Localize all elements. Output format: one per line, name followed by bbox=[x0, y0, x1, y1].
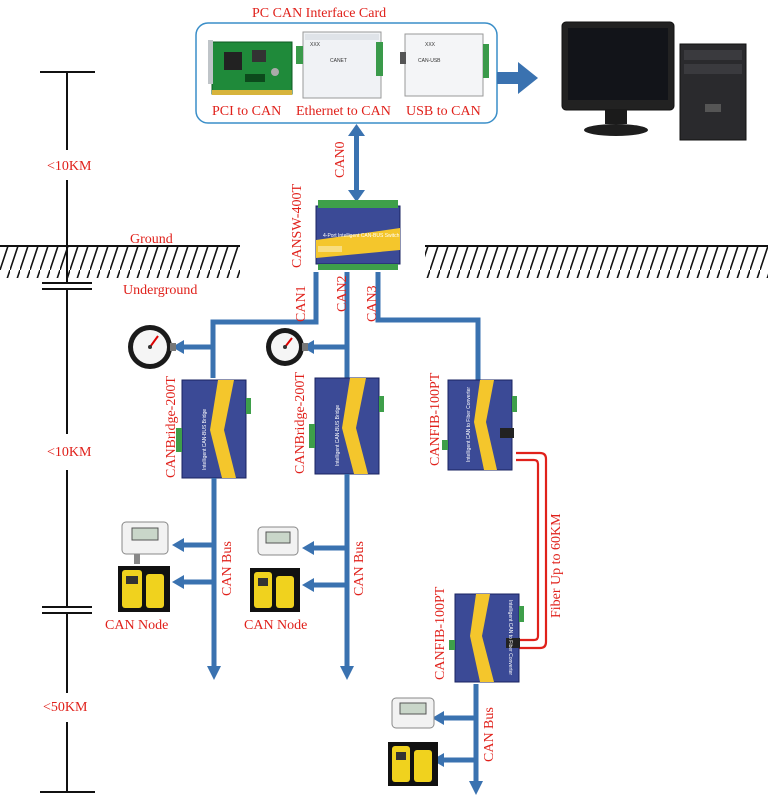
meter-node-icon bbox=[118, 566, 170, 612]
bridge-device-1: Intelligent CAN-BUS Bridge bbox=[176, 379, 251, 479]
distance-label-2: <10KM bbox=[47, 445, 92, 460]
svg-text:CANET: CANET bbox=[330, 58, 347, 64]
bridge-panel-text-2: Intelligent CAN-BUS Bridge bbox=[335, 405, 341, 466]
can-bus-label-3: CAN Bus bbox=[482, 707, 497, 762]
lcd-sensor-icon bbox=[391, 697, 435, 729]
usb-can-image: XXX CAN-USB bbox=[400, 33, 489, 97]
can-node-label-2: CAN Node bbox=[244, 618, 307, 633]
meter-node-icon bbox=[388, 742, 438, 786]
can-node-label-1: CAN Node bbox=[105, 618, 168, 633]
pressure-gauge-icon bbox=[128, 325, 176, 369]
bridge2-label: CANBridge-200T bbox=[293, 372, 308, 474]
switch-device: 4-Port Intelligent CAN-BUS Switch bbox=[315, 200, 401, 270]
card-item-pci: PCI to CAN bbox=[212, 104, 281, 119]
ethernet-can-image: XXX CANET bbox=[296, 31, 383, 99]
can0-link bbox=[348, 124, 365, 202]
lcd-sensor-icon bbox=[121, 521, 169, 564]
pc-link-arrow bbox=[497, 62, 538, 94]
can1-label: CAN1 bbox=[294, 285, 309, 322]
switch-label: CANSW-400T bbox=[290, 184, 305, 268]
can0-label: CAN0 bbox=[333, 141, 348, 178]
card-item-ethernet: Ethernet to CAN bbox=[296, 104, 391, 119]
fib-panel-text-1: Intelligent CAN to Fiber Converter bbox=[466, 387, 472, 462]
fiber-converter-2: Intelligent CAN to Fiber Converter bbox=[449, 593, 524, 683]
pc-computer-image bbox=[561, 21, 747, 141]
fiber-link bbox=[516, 451, 548, 650]
svg-text:XXX: XXX bbox=[310, 42, 321, 48]
can-links bbox=[180, 272, 481, 380]
distance-scale bbox=[40, 71, 95, 793]
fib1-label: CANFIB-100PT bbox=[428, 372, 443, 466]
distance-label-1: <10KM bbox=[47, 159, 92, 174]
can3-label: CAN3 bbox=[365, 285, 380, 322]
can2-label: CAN2 bbox=[335, 275, 350, 312]
lcd-sensor-icon bbox=[257, 526, 299, 556]
bridge-panel-text-1: Intelligent CAN-BUS Bridge bbox=[202, 409, 208, 470]
ground-label: Ground bbox=[130, 232, 173, 247]
fib2-label: CANFIB-100PT bbox=[433, 586, 448, 680]
fiber-converter-1: Intelligent CAN to Fiber Converter bbox=[442, 379, 517, 471]
ground-surface bbox=[0, 245, 768, 278]
fib-panel-text-2: Intelligent CAN to Fiber Converter bbox=[507, 600, 513, 675]
can-bus-label-1: CAN Bus bbox=[220, 541, 235, 596]
distance-label-3: <50KM bbox=[43, 700, 88, 715]
pressure-gauge-icon bbox=[266, 328, 308, 366]
bridge-device-2: Intelligent CAN-BUS Bridge bbox=[309, 377, 384, 475]
card-title: PC CAN Interface Card bbox=[252, 6, 386, 21]
meter-node-icon bbox=[250, 568, 300, 612]
svg-text:CAN-USB: CAN-USB bbox=[418, 58, 441, 64]
bridge1-label: CANBridge-200T bbox=[164, 376, 179, 478]
fiber-label: Fiber Up to 60KM bbox=[549, 513, 564, 618]
can-bus-trunks bbox=[180, 474, 479, 783]
svg-text:XXX: XXX bbox=[425, 42, 436, 48]
card-item-usb: USB to CAN bbox=[406, 104, 481, 119]
switch-panel-text: 4-Port Intelligent CAN-BUS Switch bbox=[323, 233, 400, 239]
pci-card-image bbox=[208, 40, 293, 95]
underground-label: Underground bbox=[123, 283, 197, 298]
can-bus-label-2: CAN Bus bbox=[352, 541, 367, 596]
